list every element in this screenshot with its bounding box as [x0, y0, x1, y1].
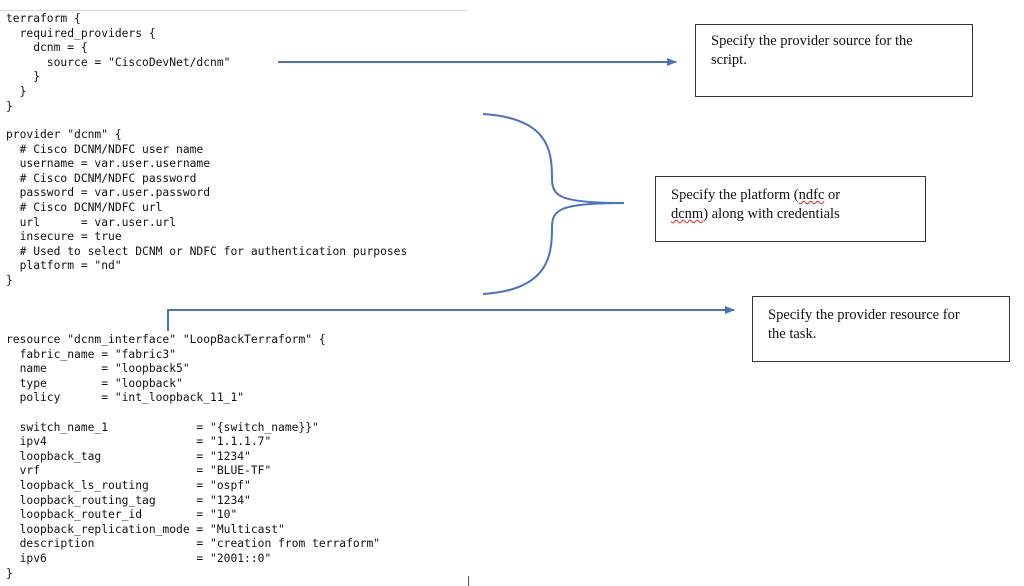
top-divider: [0, 10, 466, 11]
code-line: loopback_router_id = "10": [6, 508, 238, 522]
resource-block: resource "dcnm_interface" "LoopBackTerra…: [6, 333, 380, 581]
callout-platform-line2: dcnm) along with credentials: [671, 206, 840, 222]
code-line: }: [6, 566, 13, 580]
callout-provider-source: Specify the provider source for the scri…: [695, 24, 973, 97]
provider-block: provider "dcnm" { # Cisco DCNM/NDFC user…: [6, 128, 407, 289]
code-line: ipv4 = "1.1.1.7": [6, 435, 272, 449]
code-line: username = var.user.username: [6, 157, 211, 171]
code-line: }: [6, 70, 41, 84]
callout-source-line1: Specify the provider source for the: [711, 33, 913, 49]
arrow-resource: [167, 306, 735, 331]
code-line: type = "loopback": [6, 376, 183, 390]
code-line: description = "creation from terraform": [6, 537, 381, 551]
code-line: source = "CiscoDevNet/dcnm": [6, 55, 231, 69]
code-line: }: [6, 273, 13, 287]
brace-provider: [482, 113, 625, 295]
code-line: # Cisco DCNM/NDFC user name: [6, 142, 204, 156]
code-line: # Cisco DCNM/NDFC password: [6, 171, 197, 185]
code-line: url = var.user.url: [6, 215, 177, 229]
code-line: switch_name_1 = "{switch_name}}": [6, 420, 319, 434]
code-line: vrf = "BLUE-TF": [6, 464, 272, 478]
code-line: password = var.user.password: [6, 186, 211, 200]
code-line: required_providers {: [6, 26, 156, 40]
callout-resource-line1: Specify the provider resource for: [768, 307, 960, 323]
callout-provider-resource: Specify the provider resource for the ta…: [752, 296, 1010, 362]
code-line: dcnm = {: [6, 41, 88, 55]
bottom-tick: [468, 576, 469, 586]
callout-source-line2: script.: [711, 52, 747, 68]
code-line: resource "dcnm_interface" "LoopBackTerra…: [6, 333, 326, 346]
terraform-block: terraform { required_providers { dcnm = …: [6, 12, 230, 114]
code-line: loopback_ls_routing = "ospf": [6, 478, 251, 492]
code-line: terraform {: [6, 12, 81, 25]
code-line: policy = "int_loopback_11_1": [6, 391, 245, 405]
code-line: ipv6 = "2001::0": [6, 551, 272, 565]
code-line: }: [6, 99, 13, 113]
code-line: name = "loopback5": [6, 362, 190, 376]
code-line: fabric_name = "fabric3": [6, 347, 177, 361]
code-line: loopback_tag = "1234": [6, 449, 251, 463]
code-line: loopback_routing_tag = "1234": [6, 493, 251, 507]
code-line: insecure = true: [6, 230, 122, 244]
callout-platform: Specify the platform (ndfc or dcnm) alon…: [655, 176, 926, 242]
code-line: }: [6, 84, 27, 98]
code-line: # Used to select DCNM or NDFC for authen…: [6, 244, 408, 258]
code-line: loopback_replication_mode = "Multicast": [6, 522, 285, 536]
callout-platform-line1: Specify the platform (ndfc or: [671, 187, 841, 203]
callout-resource-line2: the task.: [768, 326, 817, 342]
code-line: # Cisco DCNM/NDFC url: [6, 200, 163, 214]
code-line: provider "dcnm" {: [6, 128, 122, 141]
code-line: platform = "nd": [6, 259, 122, 273]
